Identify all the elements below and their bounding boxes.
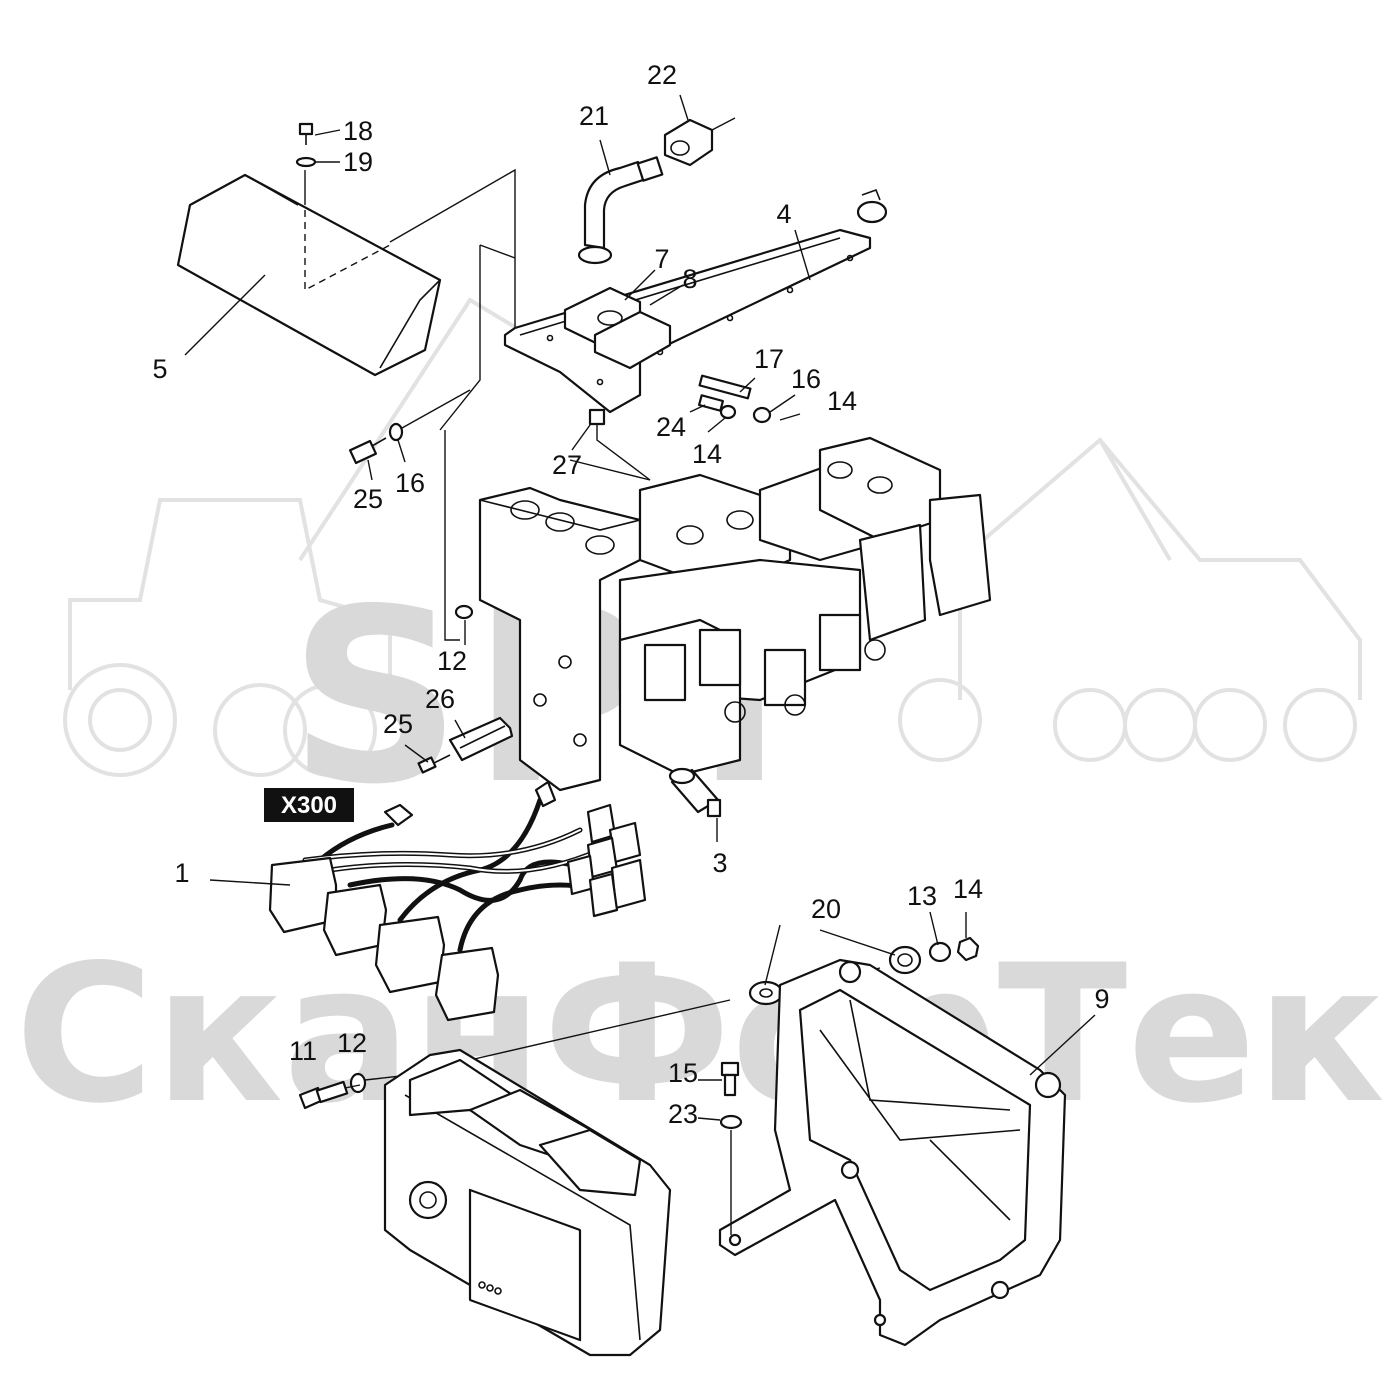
callout-12-upper: 12 <box>437 646 467 676</box>
bolt-and-washer <box>295 122 317 205</box>
connector-tag-bg <box>264 788 354 822</box>
callout-7: 7 <box>654 244 669 274</box>
watermark-excavator-right-icon <box>898 437 1362 762</box>
connector-tag-label: X300 <box>281 792 337 819</box>
sleeve-and-screw <box>417 716 514 774</box>
callout-23: 23 <box>668 1099 698 1129</box>
studs-and-washers <box>697 374 801 424</box>
callout-13: 13 <box>907 881 937 911</box>
control-unit <box>383 1048 672 1357</box>
part-cover <box>176 168 516 377</box>
callout-8: 8 <box>682 264 697 294</box>
watermark-bottom-text: СканФорТек <box>15 924 1385 1145</box>
callout-21: 21 <box>579 101 609 131</box>
callout-leaders <box>184 94 1096 1121</box>
connector-tag: X300 <box>264 788 354 822</box>
callout-25-lower: 25 <box>383 709 413 739</box>
callout-25-upper: 25 <box>353 484 383 514</box>
callout-14-lower: 14 <box>692 439 722 469</box>
callout-3: 3 <box>712 848 727 878</box>
union-nut <box>663 117 736 167</box>
leader-ecu-frame <box>469 999 731 1061</box>
callout-5: 5 <box>152 354 167 384</box>
valve-block-assembly <box>454 436 992 792</box>
callout-16-right: 16 <box>791 364 821 394</box>
callout-19: 19 <box>343 147 373 177</box>
callout-14-mid: 14 <box>827 386 857 416</box>
callout-1: 1 <box>174 858 189 888</box>
hose-clamp-icon <box>856 188 888 224</box>
bolt-15 <box>719 1061 743 1235</box>
screw-upper <box>348 389 471 465</box>
callout-4: 4 <box>776 199 791 229</box>
callout-24: 24 <box>656 412 686 442</box>
watermark-tractor-left-icon <box>63 297 522 777</box>
callout-16-left: 16 <box>395 468 425 498</box>
plug <box>588 408 651 481</box>
callout-17: 17 <box>754 344 784 374</box>
callout-12-lower: 12 <box>337 1028 367 1058</box>
callout-labels: 1 3 4 5 7 8 9 11 12 12 13 14 14 14 15 16… <box>152 60 1109 1129</box>
callout-18: 18 <box>343 116 373 146</box>
callout-27: 27 <box>552 450 582 480</box>
callout-20: 20 <box>811 894 841 924</box>
pipe-elbow <box>577 156 664 265</box>
wire-harness <box>268 780 647 1022</box>
callout-9: 9 <box>1094 984 1109 1014</box>
callout-22: 22 <box>647 60 677 90</box>
leader-valve-top <box>569 459 651 481</box>
callout-11: 11 <box>289 1036 317 1066</box>
clamp-blocks <box>563 286 672 370</box>
callout-26: 26 <box>425 684 455 714</box>
callout-14-right: 14 <box>953 874 983 904</box>
mounting-frame <box>718 958 1067 1347</box>
threaded-spacer <box>668 767 722 818</box>
callout-15: 15 <box>668 1058 698 1088</box>
leader-valve-left <box>444 430 460 641</box>
